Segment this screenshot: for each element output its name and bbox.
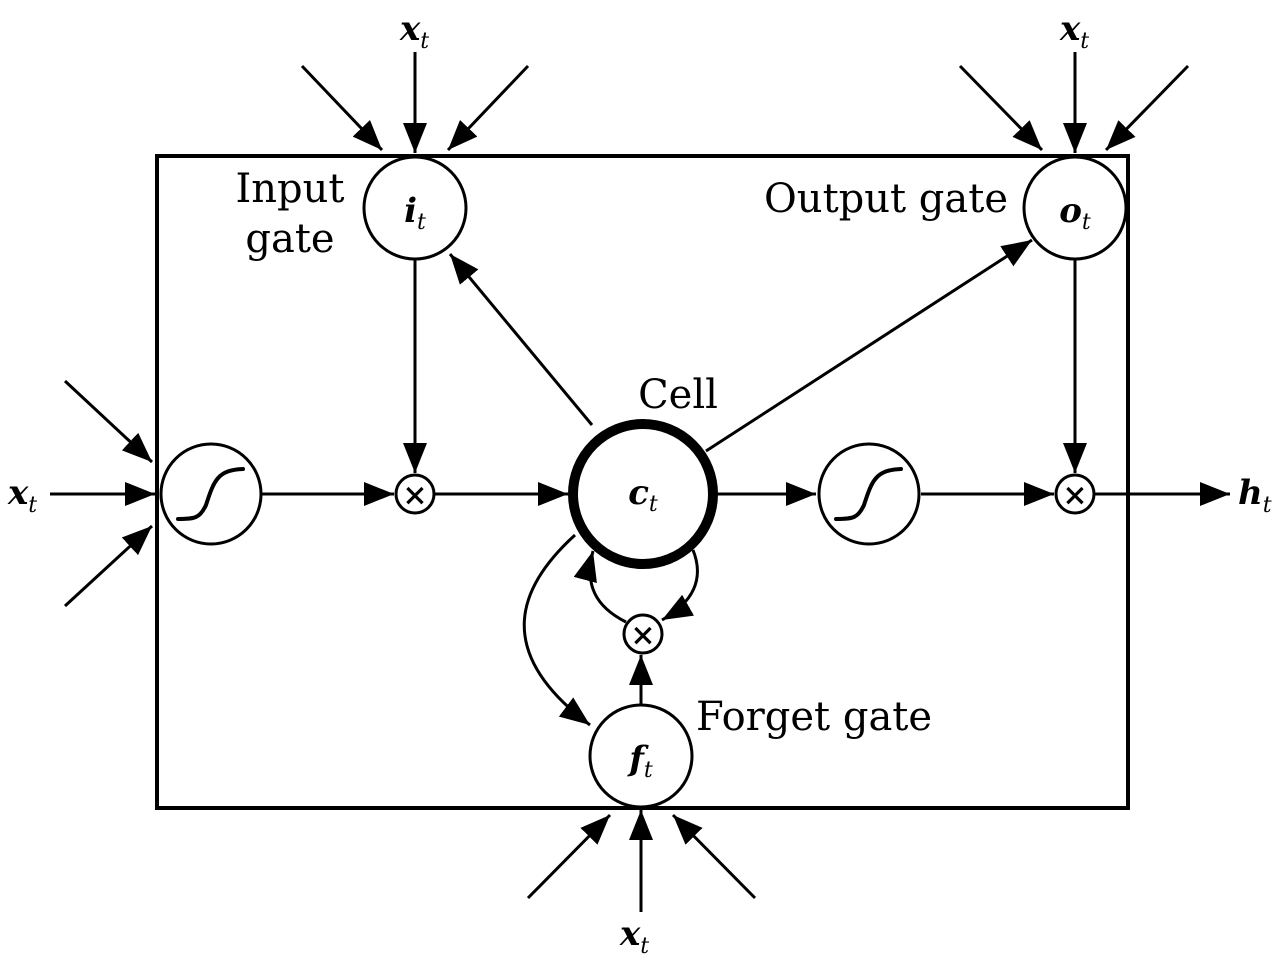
input-squash-node — [159, 442, 263, 546]
output-gate-inputs: xt — [958, 9, 1190, 153]
multiply-icon: × — [402, 478, 427, 513]
block-input-arrow-upper — [63, 379, 154, 464]
output-gate-label: Output gate — [764, 176, 1008, 222]
forget-gate-inputs: xt — [526, 810, 757, 959]
input-gate-arrow-right — [446, 64, 530, 152]
cell-to-forget-multiply-arrow — [661, 549, 699, 622]
output-gate-arrow-right — [1104, 64, 1190, 152]
input-gate-label-line1: Input — [235, 166, 344, 212]
sigmoid-icon — [834, 467, 903, 521]
forget-gate-arrow-right — [671, 813, 757, 900]
svg-text:ct: ct — [628, 473, 658, 517]
output-gate-node: ot — [1022, 155, 1128, 261]
block-output-ht-label: ht — [1238, 473, 1272, 518]
block-inputs: xt — [7, 379, 155, 608]
forget-multiply-to-cell-arrow — [573, 550, 627, 624]
output-multiply-node: × — [1054, 473, 1096, 515]
input-gate-node: it — [362, 155, 468, 261]
svg-text:ft: ft — [627, 739, 653, 783]
forget-gate-node: ft — [588, 703, 694, 809]
output-squash-node — [817, 442, 921, 546]
output-gate-xt-label: xt — [1059, 9, 1089, 54]
multiply-icon: × — [1062, 478, 1087, 513]
svg-text:it: it — [404, 191, 426, 235]
sigmoid-icon — [176, 467, 245, 521]
output-gate-arrow-left — [958, 64, 1044, 152]
forget-gate-arrow-left — [526, 813, 612, 900]
input-gate-inputs: xt — [300, 9, 530, 153]
input-multiply-node: × — [394, 473, 436, 515]
multiply-icon: × — [630, 618, 655, 653]
input-gate-label-line2: gate — [245, 216, 334, 262]
forget-gate-label: Forget gate — [696, 694, 932, 740]
peephole-cell-to-output-gate — [705, 238, 1033, 453]
forget-multiply-node: × — [622, 613, 664, 655]
peephole-cell-to-forget-gate — [522, 533, 591, 727]
peephole-cell-to-input-gate — [448, 253, 594, 426]
block-input-arrow-lower — [63, 524, 154, 608]
input-gate-arrow-left — [300, 64, 384, 152]
cell-label: Cell — [638, 372, 718, 418]
input-gate-xt-label: xt — [399, 9, 429, 54]
forget-gate-xt-label: xt — [619, 914, 649, 959]
block-input-xt-label: xt — [7, 473, 37, 518]
svg-text:ot: ot — [1059, 191, 1091, 235]
cell-node: ct — [568, 419, 718, 569]
